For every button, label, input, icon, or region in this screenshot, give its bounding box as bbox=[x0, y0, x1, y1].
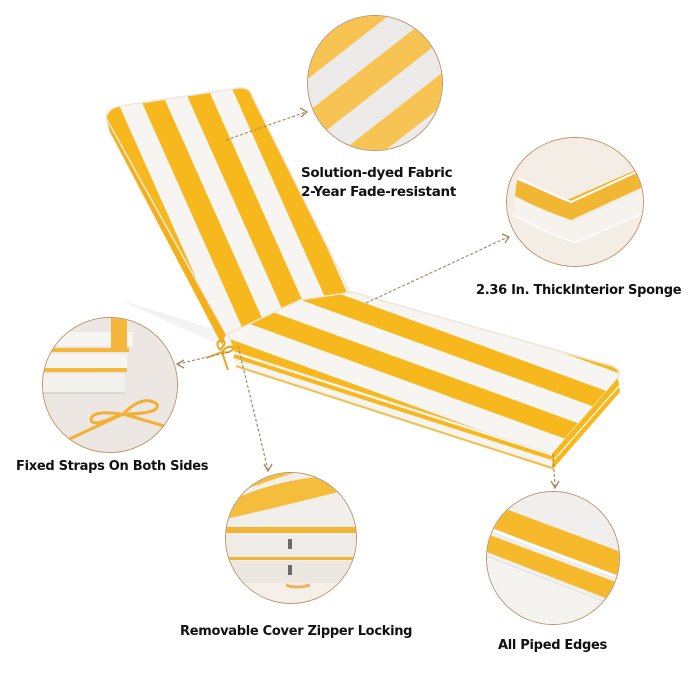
callout-straps-label: Fixed Straps On Both Sides bbox=[16, 459, 209, 474]
callout-piping-label: All Piped Edges bbox=[498, 638, 607, 653]
inset-zipper-detail bbox=[225, 472, 357, 604]
callout-arrows bbox=[177, 111, 556, 488]
inset-fabric-detail bbox=[307, 15, 443, 151]
callout-sponge-label: 2.36 In. ThickInterior Sponge bbox=[476, 283, 682, 298]
backrest-side bbox=[106, 118, 226, 345]
callout-fabric-label: Solution-dyed Fabric 2-Year Fade-resista… bbox=[301, 164, 456, 202]
callout-zipper-label: Removable Cover Zipper Locking bbox=[180, 624, 413, 639]
backrest bbox=[105, 87, 354, 335]
inset-straps-detail bbox=[42, 317, 178, 453]
callout-fabric-line1: Solution-dyed Fabric bbox=[301, 165, 453, 181]
callout-fabric-line2: 2-Year Fade-resistant bbox=[301, 184, 456, 200]
inset-piping-detail bbox=[486, 491, 620, 625]
inset-sponge-detail bbox=[506, 137, 644, 267]
